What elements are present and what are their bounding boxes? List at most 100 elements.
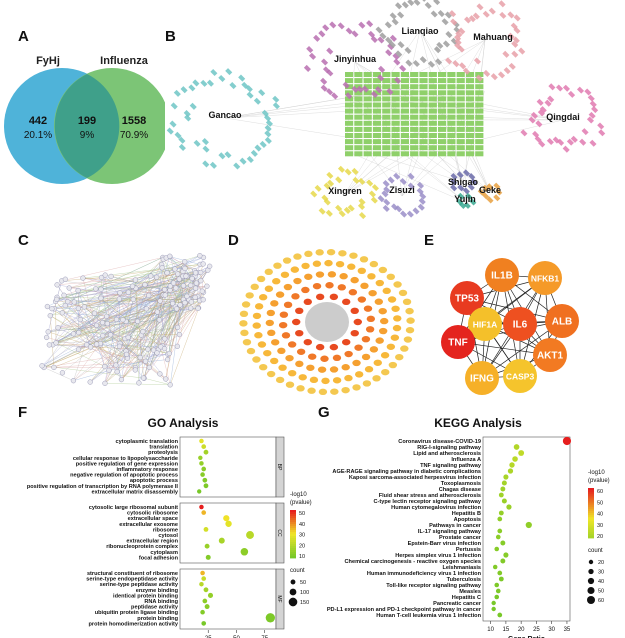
target-node bbox=[475, 126, 484, 132]
go-term-label: extracellular exosome bbox=[119, 522, 178, 528]
target-node bbox=[419, 126, 428, 132]
go-dot bbox=[240, 548, 249, 556]
target-node bbox=[438, 90, 447, 96]
target-node bbox=[456, 126, 465, 132]
target-node bbox=[382, 133, 391, 138]
compound-node bbox=[379, 32, 387, 40]
target-node bbox=[438, 114, 447, 120]
ppi-node bbox=[130, 296, 136, 302]
degree-node bbox=[275, 291, 285, 298]
hub-label: IL1B bbox=[491, 271, 513, 282]
go-term-label: positive regulation of transcription by … bbox=[27, 484, 179, 490]
ppi-edge bbox=[82, 277, 171, 291]
compound-node bbox=[462, 187, 470, 195]
legend-gradient bbox=[290, 536, 296, 539]
target-node bbox=[400, 139, 409, 145]
degree-node bbox=[388, 361, 398, 369]
degree-node bbox=[293, 253, 302, 260]
panel-label-d: D bbox=[228, 232, 239, 249]
ppi-edge bbox=[162, 334, 180, 347]
degree-node bbox=[381, 368, 390, 376]
compound-node bbox=[358, 177, 366, 185]
compound-node bbox=[468, 173, 476, 181]
target-node bbox=[410, 114, 419, 120]
degree-node bbox=[338, 250, 347, 257]
compound-node bbox=[404, 46, 412, 54]
target-node bbox=[345, 108, 354, 114]
compound-node bbox=[419, 0, 427, 2]
degree-node bbox=[298, 374, 307, 381]
degree-node bbox=[239, 310, 249, 318]
kegg-dot bbox=[491, 606, 496, 612]
ppi-edge bbox=[115, 294, 164, 366]
go-term-label: translation bbox=[149, 445, 178, 451]
kegg-dot bbox=[501, 498, 507, 504]
ppi-node bbox=[76, 329, 82, 336]
target-node bbox=[438, 102, 447, 108]
compound-node bbox=[239, 157, 247, 165]
legend-gradient bbox=[290, 556, 296, 559]
ppi-edge bbox=[57, 272, 196, 286]
compound-node bbox=[238, 74, 246, 82]
legend-size-tick: 150 bbox=[300, 600, 309, 606]
ppi-edge bbox=[164, 273, 178, 290]
legend-gradient bbox=[588, 502, 594, 506]
x-axis-label: Gene Ratio bbox=[508, 636, 545, 638]
compound-node bbox=[378, 65, 386, 73]
ppi-node bbox=[176, 331, 183, 338]
ppi-node bbox=[182, 265, 188, 272]
kegg-dot bbox=[497, 612, 503, 618]
ppi-node bbox=[192, 285, 199, 291]
network-edge bbox=[345, 150, 466, 203]
degree-node bbox=[292, 318, 301, 326]
ppi-node bbox=[167, 382, 173, 388]
compound-node bbox=[366, 20, 374, 28]
ppi-node bbox=[91, 310, 98, 316]
kegg-dot bbox=[498, 576, 504, 582]
kegg-term-label: Pancreatic cancer bbox=[433, 601, 482, 607]
degree-node bbox=[256, 275, 266, 283]
compound-node bbox=[352, 176, 360, 184]
compound-node bbox=[320, 77, 328, 85]
legend-gradient bbox=[290, 538, 296, 541]
ppi-edge bbox=[128, 278, 193, 293]
compound-node bbox=[502, 50, 510, 58]
ppi-node bbox=[134, 318, 141, 324]
legend-gradient bbox=[290, 520, 296, 523]
compound-node bbox=[166, 127, 174, 135]
ppi-node bbox=[66, 285, 72, 291]
ppi-node bbox=[148, 273, 154, 279]
target-node bbox=[382, 72, 391, 77]
target-node bbox=[465, 126, 475, 132]
target-node bbox=[400, 126, 409, 132]
ppi-node bbox=[104, 320, 110, 327]
ppi-node bbox=[118, 377, 125, 383]
compound-node bbox=[264, 124, 272, 132]
kegg-term-label: Human T-cell leukemia virus 1 infection bbox=[376, 613, 481, 619]
compound-node bbox=[229, 82, 237, 90]
target-node bbox=[354, 151, 363, 157]
ppi-node bbox=[182, 259, 188, 265]
go-dot bbox=[201, 576, 207, 581]
degree-node bbox=[352, 384, 361, 391]
degree-node bbox=[364, 366, 374, 373]
target-node bbox=[456, 151, 465, 157]
ppi-edge bbox=[69, 287, 79, 309]
compound-node bbox=[265, 119, 273, 127]
ppi-node bbox=[189, 275, 195, 282]
ppi-node bbox=[113, 316, 120, 323]
degree-node bbox=[317, 366, 327, 373]
compound-node bbox=[368, 30, 376, 38]
target-node bbox=[345, 72, 354, 77]
target-node bbox=[363, 102, 372, 108]
compound-node bbox=[445, 31, 453, 39]
degree-node bbox=[361, 353, 371, 361]
go-dot bbox=[204, 604, 210, 610]
target-node bbox=[428, 126, 437, 132]
go-term-label: cytosolic ribosome bbox=[127, 511, 178, 517]
target-node bbox=[410, 90, 419, 96]
ppi-node bbox=[143, 306, 150, 312]
x-tick-label: 75 bbox=[261, 636, 268, 638]
degree-node bbox=[257, 341, 267, 348]
ppi-node bbox=[193, 270, 199, 276]
